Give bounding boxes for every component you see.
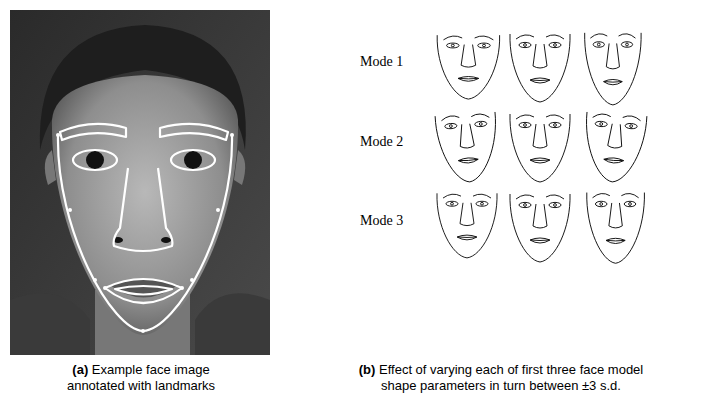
- caption-a: (a) Example face image annotated with la…: [50, 362, 232, 394]
- mode-label: Mode 2: [360, 134, 403, 150]
- caption-tag: (a): [72, 362, 88, 377]
- caption-b: (b) Effect of varying each of first thre…: [342, 362, 660, 394]
- caption-text: Example face image annotated with landma…: [67, 362, 215, 393]
- caption-tag: (b): [359, 362, 376, 377]
- face-photo: [10, 10, 270, 355]
- mode-label: Mode 1: [360, 54, 403, 70]
- caption-text: Effect of varying each of first three fa…: [379, 362, 643, 393]
- mode-label: Mode 3: [360, 213, 403, 229]
- shape-model-faces: [435, 33, 647, 263]
